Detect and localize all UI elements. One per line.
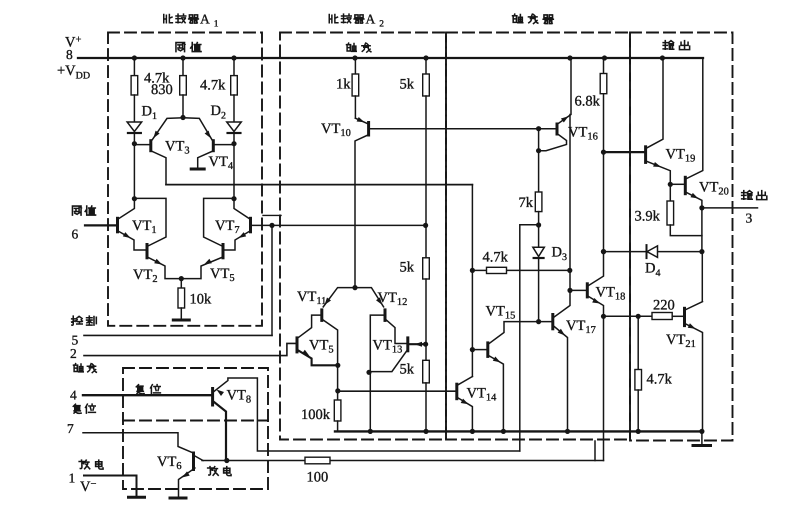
svg-text:4: 4: [70, 388, 77, 403]
svg-text:VT8: VT8: [227, 388, 252, 406]
svg-text:VT2: VT2: [133, 267, 158, 285]
svg-text:2: 2: [70, 346, 77, 361]
svg-text:5k: 5k: [400, 77, 415, 93]
svg-text:VT3: VT3: [165, 139, 190, 157]
svg-text:5: 5: [72, 333, 79, 348]
svg-text:4.7k: 4.7k: [483, 250, 509, 266]
svg-text:VT7: VT7: [215, 218, 240, 236]
svg-text:7k: 7k: [519, 195, 534, 211]
svg-text:6: 6: [72, 227, 79, 242]
svg-text:VT5: VT5: [309, 338, 334, 356]
svg-text:4.7k: 4.7k: [647, 372, 673, 388]
svg-text:7: 7: [67, 421, 74, 436]
svg-text:VT20: VT20: [699, 180, 729, 198]
svg-text:830: 830: [151, 82, 173, 98]
svg-text:8: 8: [66, 47, 73, 62]
svg-text:220: 220: [653, 298, 675, 314]
svg-text:100: 100: [307, 470, 329, 486]
svg-text:10k: 10k: [190, 292, 213, 308]
svg-text:VT1: VT1: [132, 218, 157, 236]
svg-text:4.7k: 4.7k: [144, 71, 170, 87]
svg-text:5k: 5k: [400, 362, 415, 378]
svg-text:VT4: VT4: [209, 154, 234, 172]
svg-text:6.8k: 6.8k: [575, 94, 601, 110]
svg-text:100k: 100k: [301, 407, 331, 423]
svg-text:1k: 1k: [336, 77, 351, 93]
svg-text:4.7k: 4.7k: [200, 78, 226, 94]
svg-text:3: 3: [746, 211, 753, 226]
svg-text:VT5: VT5: [210, 266, 235, 284]
svg-text:3.9k: 3.9k: [635, 209, 661, 225]
svg-text:1: 1: [69, 471, 76, 486]
svg-text:VT6: VT6: [157, 454, 182, 472]
svg-text:5k: 5k: [400, 260, 415, 276]
